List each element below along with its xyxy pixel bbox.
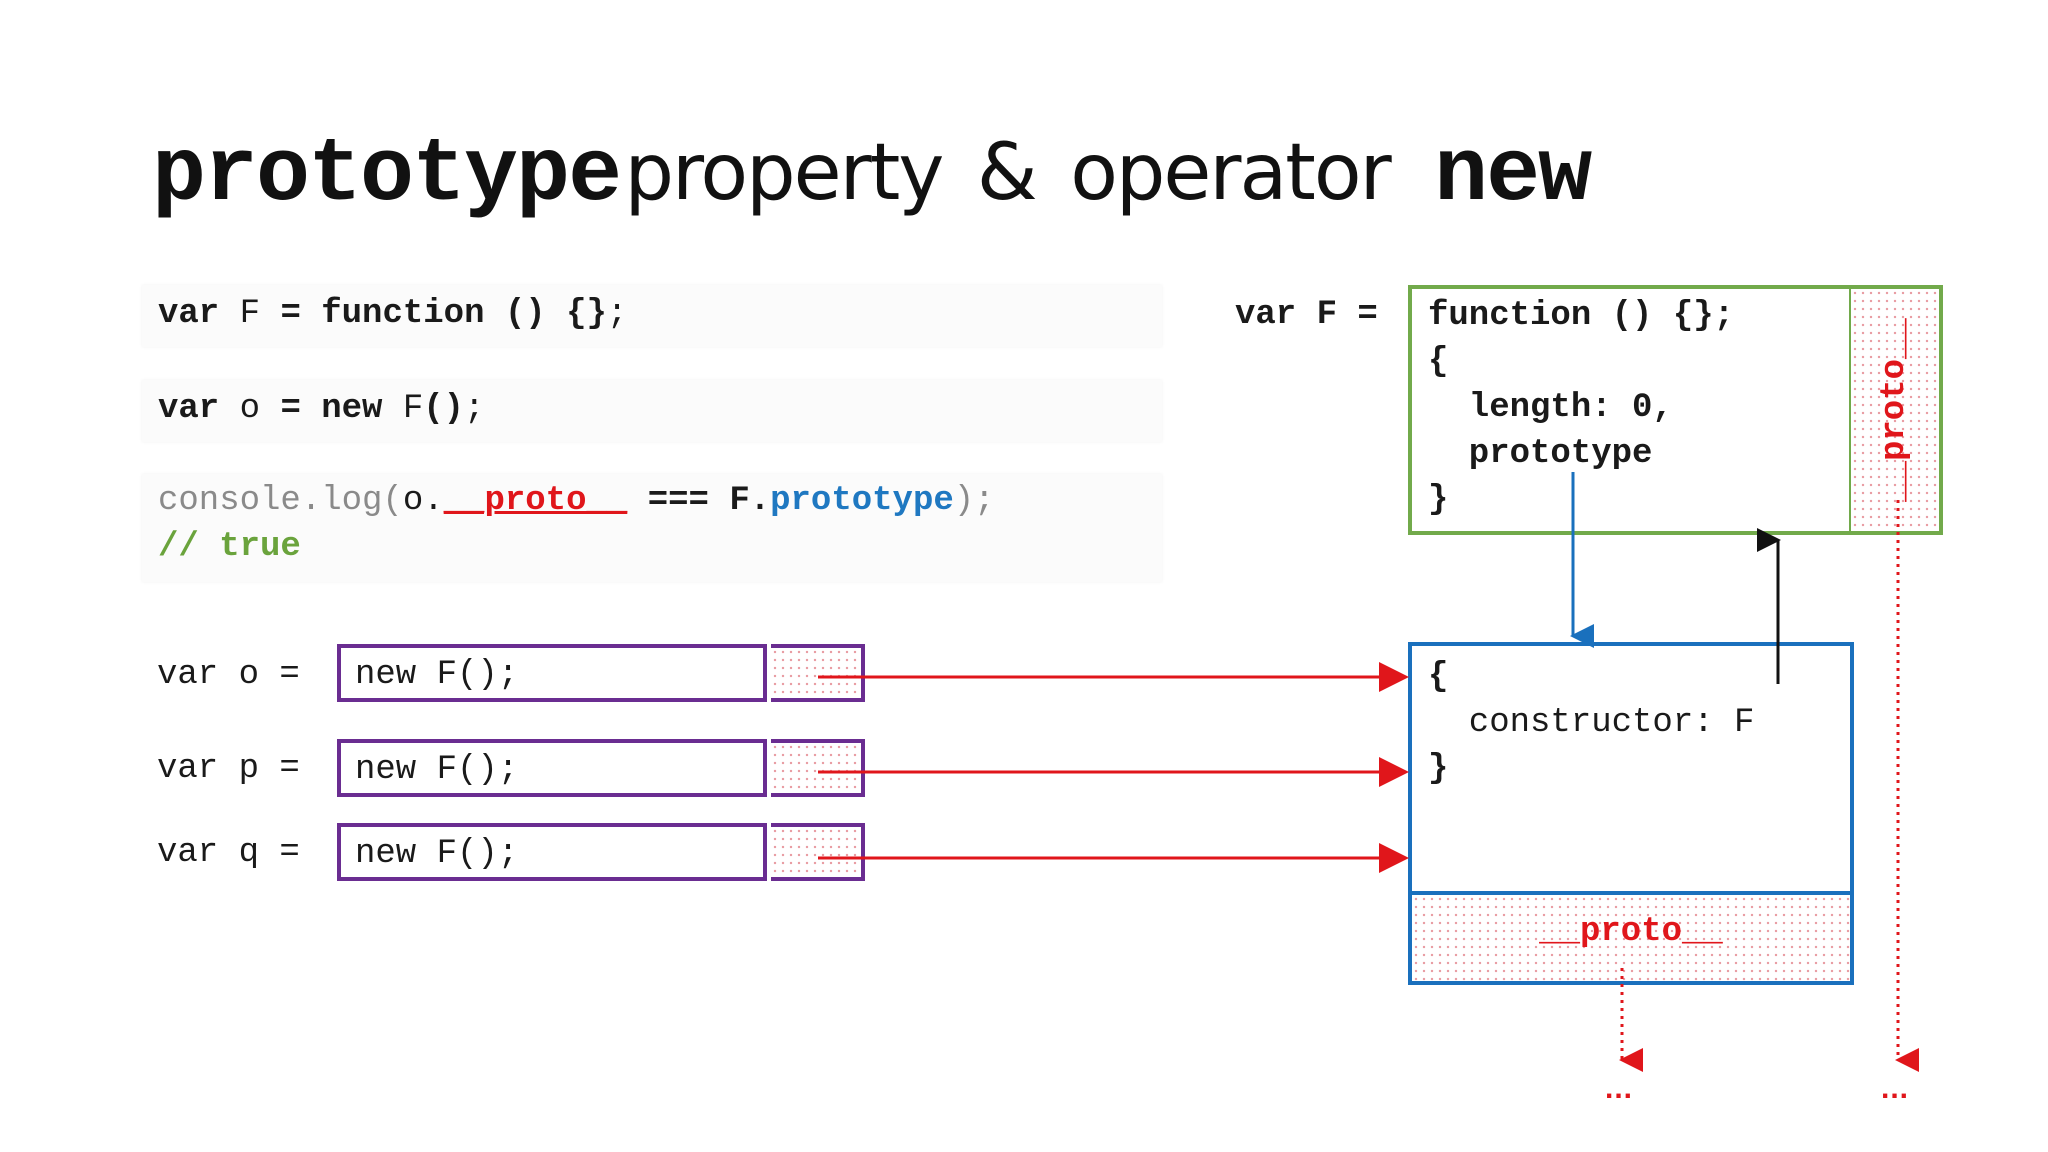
title-operator: operator [1070, 128, 1391, 218]
prototype-line-3: } [1428, 750, 1449, 788]
object-q-proto-cell [771, 823, 865, 881]
function-line-1: function () {}; [1428, 297, 1735, 335]
object-p-value: new F(); [355, 751, 519, 789]
prototype-line-constructor: constructor: F [1428, 704, 1755, 742]
code-comment-true: // true [158, 528, 301, 566]
code-line-1: var F = function () {}; [158, 295, 628, 333]
function-proto-cell: __proto__ [1851, 285, 1943, 535]
code-panel-3: console.log(o.__proto__ === F.prototype)… [142, 474, 1162, 582]
title-prototype: prototype [152, 125, 622, 227]
label-var-p: var p = [157, 750, 300, 788]
function-object-box: function () {}; { length: 0, prototype } [1408, 285, 1853, 535]
prototype-line-1: { [1428, 658, 1449, 696]
chain-ellipsis-right: ... [1881, 1072, 1910, 1105]
label-var-q: var q = [157, 834, 300, 872]
function-line-3: length: 0, [1428, 389, 1673, 427]
object-o-box: new F(); [337, 644, 767, 702]
chain-ellipsis-left: ... [1605, 1072, 1634, 1105]
label-var-o: var o = [157, 656, 300, 694]
code-line-3: console.log(o.__proto__ === F.prototype)… [158, 482, 995, 520]
object-p-proto-cell [771, 739, 865, 797]
title-ampersand: & [976, 128, 1038, 218]
title-new: new [1434, 125, 1592, 227]
code-panel-2: var o = new F(); [142, 380, 1162, 442]
code-panel-1: var F = function () {}; [142, 285, 1162, 347]
title-property: property [624, 128, 945, 218]
object-q-value: new F(); [355, 835, 519, 873]
object-q-box: new F(); [337, 823, 767, 881]
object-o-value: new F(); [355, 656, 519, 694]
prototype-proto-cell: __proto__ [1412, 891, 1850, 981]
object-p-box: new F(); [337, 739, 767, 797]
prototype-object-box: { constructor: F } __proto__ [1408, 642, 1854, 985]
object-o-proto-cell [771, 644, 865, 702]
function-line-prototype: prototype [1428, 435, 1653, 473]
function-line-2: { [1428, 343, 1449, 381]
function-line-5: } [1428, 481, 1449, 519]
prototype-proto-label: __proto__ [1539, 913, 1723, 951]
code-line-2: var o = new F(); [158, 390, 485, 428]
function-var-label: var F = [1235, 296, 1378, 334]
page-title: prototype property & operator new [152, 118, 1592, 228]
